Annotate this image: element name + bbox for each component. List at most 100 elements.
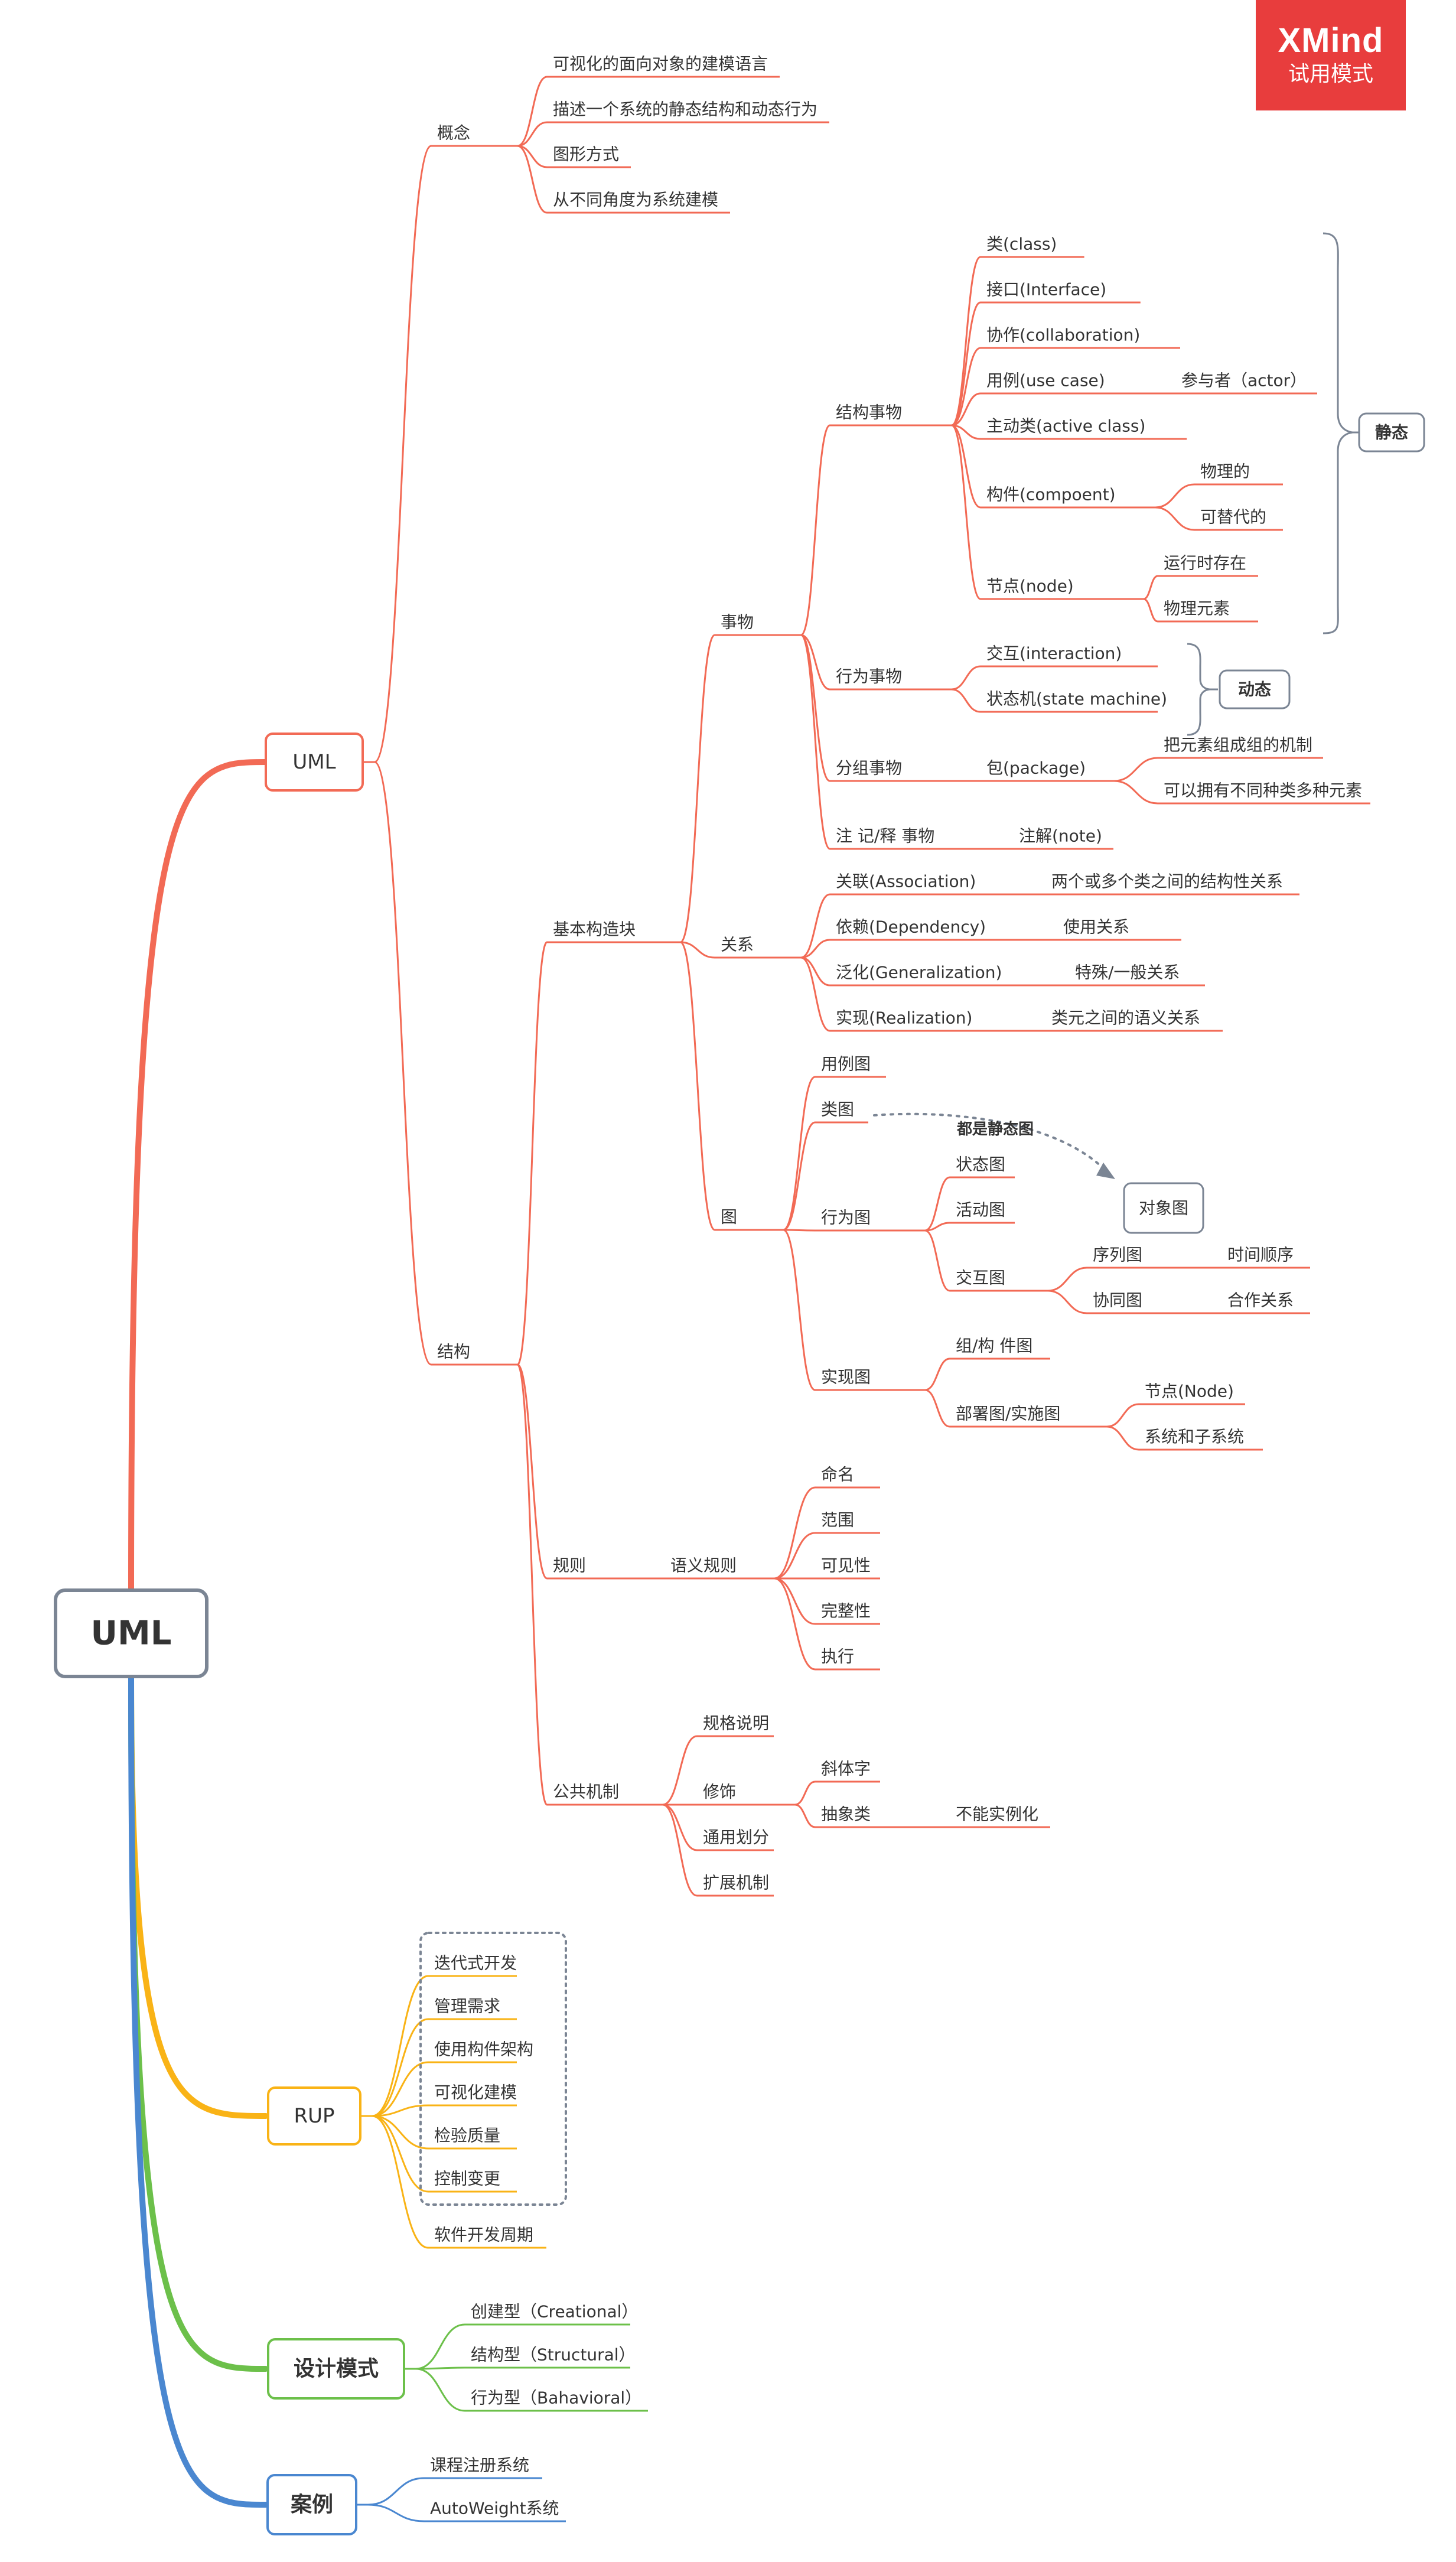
behavioral-label[interactable]: 行为型（Bahavioral）	[471, 2388, 641, 2408]
grouping-things-label[interactable]: 分组事物	[836, 758, 902, 778]
collaboration-diagram-label[interactable]: 协同图	[1093, 1291, 1142, 1310]
dynamic-summary-label[interactable]: 动态	[1238, 680, 1271, 699]
interaction-diagram-label[interactable]: 交互图	[956, 1268, 1005, 1288]
object-diagram-box[interactable]	[1123, 1182, 1204, 1234]
rup-7-label[interactable]: 软件开发周期	[434, 2225, 533, 2245]
execution-label[interactable]: 执行	[821, 1647, 854, 1666]
rup-5-label[interactable]: 检验质量	[434, 2126, 500, 2146]
cooperation-label[interactable]: 合作关系	[1227, 1291, 1294, 1310]
concept-3-label[interactable]: 图形方式	[553, 145, 619, 164]
class-label[interactable]: 类(class)	[986, 235, 1057, 254]
naming-label[interactable]: 命名	[821, 1465, 854, 1485]
root-topic-box[interactable]	[54, 1588, 209, 1678]
diagrams-label[interactable]: 图	[721, 1207, 737, 1227]
structural-label[interactable]: 结构型（Structural）	[471, 2345, 636, 2365]
common-division-label[interactable]: 通用划分	[703, 1828, 769, 1847]
cases-topic-label[interactable]: 案例	[291, 2493, 333, 2517]
concept-label[interactable]: 概念	[437, 123, 470, 143]
object-diagram-label[interactable]: 对象图	[1139, 1199, 1188, 1218]
concept-4-label[interactable]: 从不同角度为系统建模	[553, 190, 718, 210]
interaction-label[interactable]: 交互(interaction)	[986, 644, 1122, 663]
annotation-things-label[interactable]: 注 记/释 事物	[836, 826, 934, 846]
generalization-desc-label[interactable]: 特殊/一般关系	[1075, 963, 1180, 982]
replaceable-label[interactable]: 可替代的	[1200, 507, 1266, 527]
root-topic-label[interactable]: UML	[91, 1614, 172, 1653]
case-1-label[interactable]: 课程注册系统	[430, 2456, 529, 2475]
semantic-rules-label[interactable]: 语义规则	[670, 1556, 737, 1575]
collaboration-label[interactable]: 协作(collaboration)	[986, 325, 1140, 345]
association-desc-label[interactable]: 两个或多个类之间的结构性关系	[1051, 872, 1283, 891]
realization-label[interactable]: 实现(Realization)	[836, 1008, 972, 1028]
implementation-diagram-label[interactable]: 实现图	[821, 1368, 871, 1387]
rup-6-label[interactable]: 控制变更	[434, 2169, 500, 2189]
not-instantiable-label[interactable]: 不能实例化	[956, 1805, 1038, 1824]
rup-2-label[interactable]: 管理需求	[434, 1997, 500, 2016]
realization-desc-label[interactable]: 类元之间的语义关系	[1051, 1008, 1200, 1028]
adornment-label[interactable]: 修饰	[703, 1782, 736, 1802]
physical-element-label[interactable]: 物理元素	[1164, 599, 1230, 618]
rules-label[interactable]: 规则	[553, 1556, 586, 1575]
state-machine-label[interactable]: 状态机(state machine)	[986, 689, 1167, 709]
deploy-node-label[interactable]: 节点(Node)	[1145, 1382, 1234, 1401]
generalization-label[interactable]: 泛化(Generalization)	[836, 963, 1002, 982]
cases-topic-box[interactable]	[266, 2474, 357, 2535]
sequence-diagram-label[interactable]: 序列图	[1093, 1245, 1142, 1265]
behavior-diagram-label[interactable]: 行为图	[821, 1208, 871, 1228]
use-case-label[interactable]: 用例(use case)	[986, 371, 1105, 390]
time-order-label[interactable]: 时间顺序	[1227, 1245, 1294, 1265]
uml-topic-box[interactable]	[265, 733, 364, 792]
association-label[interactable]: 关联(Association)	[836, 872, 976, 891]
use-case-diagram-label[interactable]: 用例图	[821, 1054, 871, 1074]
interface-label[interactable]: 接口(Interface)	[986, 280, 1106, 300]
component-label[interactable]: 构件(compoent)	[986, 485, 1116, 504]
things-label[interactable]: 事物	[721, 613, 754, 632]
abstract-class-label[interactable]: 抽象类	[821, 1805, 871, 1824]
state-diagram-label[interactable]: 状态图	[956, 1155, 1005, 1174]
rup-3-label[interactable]: 使用构件架构	[434, 2040, 533, 2059]
rup-topic-box[interactable]	[267, 2086, 361, 2146]
class-diagram-label[interactable]: 类图	[821, 1100, 854, 1119]
building-blocks-label[interactable]: 基本构造块	[553, 920, 636, 939]
active-class-label[interactable]: 主动类(active class)	[986, 416, 1145, 436]
specification-label[interactable]: 规格说明	[703, 1714, 769, 1733]
relations-label[interactable]: 关系	[721, 935, 754, 955]
node-label[interactable]: 节点(node)	[986, 577, 1074, 596]
behavioral-things-label[interactable]: 行为事物	[836, 667, 902, 686]
physical-label[interactable]: 物理的	[1200, 462, 1250, 481]
package-1-label[interactable]: 把元素组成组的机制	[1164, 735, 1312, 755]
scope-label[interactable]: 范围	[821, 1510, 854, 1530]
case-2-label[interactable]: AutoWeight系统	[430, 2499, 559, 2518]
component-diagram-label[interactable]: 组/构 件图	[956, 1336, 1032, 1356]
visibility-label[interactable]: 可见性	[821, 1556, 871, 1575]
concept-1-label[interactable]: 可视化的面向对象的建模语言	[553, 54, 768, 74]
dependency-desc-label[interactable]: 使用关系	[1063, 917, 1129, 937]
static-summary-label[interactable]: 静态	[1375, 423, 1408, 442]
actor-label[interactable]: 参与者（actor）	[1181, 371, 1307, 390]
dynamic-summary-box[interactable]	[1219, 669, 1291, 709]
runtime-exists-label[interactable]: 运行时存在	[1164, 554, 1246, 573]
activity-diagram-label[interactable]: 活动图	[956, 1200, 1005, 1220]
patterns-topic-label[interactable]: 设计模式	[294, 2357, 379, 2381]
rup-4-label[interactable]: 可视化建模	[434, 2083, 517, 2102]
static-diagrams-note-label[interactable]: 都是静态图	[956, 1120, 1034, 1138]
patterns-topic-box[interactable]	[267, 2338, 405, 2400]
static-summary-box[interactable]	[1358, 412, 1425, 452]
concept-2-label[interactable]: 描述一个系统的静态结构和动态行为	[553, 100, 817, 119]
structure-label[interactable]: 结构	[437, 1342, 470, 1362]
system-subsystem-label[interactable]: 系统和子系统	[1145, 1427, 1244, 1447]
structural-things-label[interactable]: 结构事物	[836, 403, 902, 422]
uml-topic-label[interactable]: UML	[292, 750, 336, 774]
dependency-label[interactable]: 依赖(Dependency)	[836, 917, 986, 937]
extensibility-label[interactable]: 扩展机制	[703, 1873, 769, 1893]
rup-topic-label[interactable]: RUP	[294, 2104, 334, 2128]
deployment-diagram-label[interactable]: 部署图/实施图	[956, 1404, 1060, 1424]
connector	[372, 2115, 429, 2150]
creational-label[interactable]: 创建型（Creational）	[471, 2302, 638, 2322]
note-label[interactable]: 注解(note)	[1019, 826, 1102, 846]
package-2-label[interactable]: 可以拥有不同种类多种元素	[1164, 781, 1362, 800]
common-mechanisms-label[interactable]: 公共机制	[553, 1782, 619, 1802]
package-label[interactable]: 包(package)	[986, 758, 1086, 778]
rup-1-label[interactable]: 迭代式开发	[434, 1954, 517, 1973]
integrity-label[interactable]: 完整性	[821, 1601, 871, 1621]
italic-label[interactable]: 斜体字	[821, 1759, 871, 1779]
